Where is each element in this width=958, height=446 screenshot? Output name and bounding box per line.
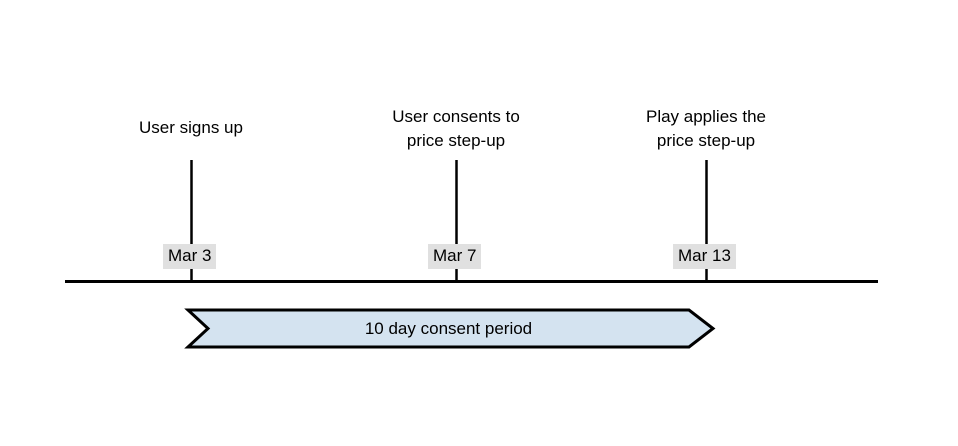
event-label-line: price step-up	[656, 131, 756, 150]
consent-period-banner-shape	[184, 308, 716, 349]
consent-period-banner-label: 10 day consent period	[364, 319, 533, 338]
event-date-chip-stepup-applied: Mar 13	[673, 244, 736, 269]
event-label-stepup-applied: Play applies the price step-up	[606, 105, 806, 153]
event-label-signup: User signs up	[91, 116, 291, 140]
event-label-line: User consents to	[392, 107, 520, 126]
event-label-line: Play applies the	[645, 107, 767, 126]
event-label-consent: User consents to price step-up	[356, 105, 556, 153]
event-label-line: price step-up	[406, 131, 506, 150]
event-label-line: User signs up	[139, 118, 243, 137]
event-date-chip-consent: Mar 7	[428, 244, 482, 269]
event-date-chip-signup: Mar 3	[163, 244, 217, 269]
